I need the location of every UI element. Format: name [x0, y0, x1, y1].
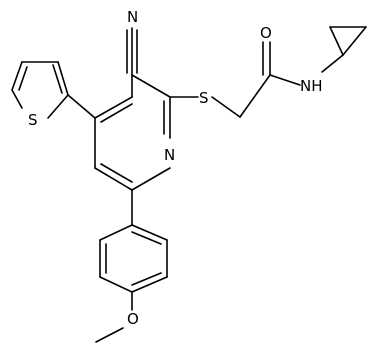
bond	[11, 89, 23, 109]
bond	[131, 74, 171, 98]
amide-group	[262, 41, 301, 86]
bond	[11, 61, 23, 91]
bond	[99, 224, 133, 241]
bond	[94, 167, 133, 191]
pyridine-nitrogen-label: N	[164, 146, 175, 164]
bond	[131, 167, 171, 191]
bond	[100, 103, 133, 123]
amide-oxygen-label: O	[260, 24, 272, 42]
bond	[239, 74, 271, 118]
bond	[211, 96, 241, 118]
bond	[321, 54, 344, 73]
bond	[131, 231, 162, 245]
methoxyphenyl-group	[95, 189, 168, 343]
bond	[47, 94, 69, 119]
cyano-nitrogen-label: N	[127, 8, 138, 26]
bond	[18, 66, 28, 91]
bond	[67, 94, 96, 119]
bond	[269, 74, 301, 86]
bond	[94, 96, 133, 119]
thiophene-sulfur-label: S	[28, 111, 38, 129]
nitrile-group	[126, 27, 138, 76]
pyridine-ring	[94, 74, 171, 191]
bond	[131, 272, 162, 286]
methoxy-oxygen-label: O	[127, 310, 139, 328]
bond	[99, 276, 133, 293]
bond	[52, 64, 63, 94]
bond	[95, 327, 124, 343]
bond	[131, 224, 168, 241]
thioether-linker	[169, 74, 271, 118]
bond	[57, 61, 69, 96]
amide-nh-label: NH	[300, 77, 323, 95]
thioether-sulfur-label: S	[199, 89, 209, 107]
thiophene-ring	[11, 61, 96, 119]
bond	[342, 26, 367, 56]
bond	[329, 26, 344, 56]
cyclopropyl-ring	[321, 26, 367, 73]
bond	[100, 163, 133, 183]
bond	[131, 276, 168, 293]
